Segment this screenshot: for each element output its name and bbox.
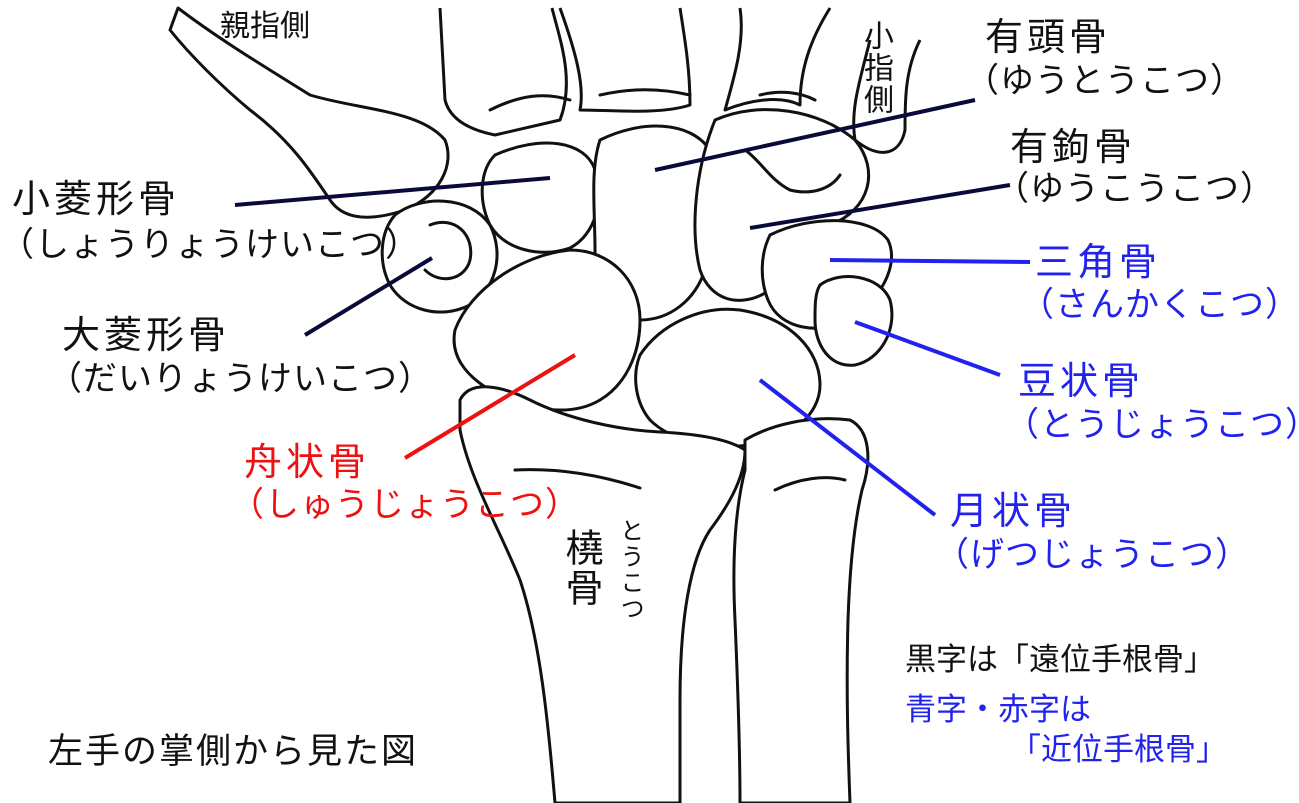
scaphoid-reading: （しゅうじょうこつ） [230,485,580,525]
radius-reading: とうこつ [616,518,644,622]
legend-proximal-note-2: 「近位手根骨」 [1010,732,1227,768]
third-metacarpal [558,7,692,113]
metacarpal-seam-2 [598,88,692,97]
trapezium-inner [423,221,473,281]
pisiform-name: 豆状骨 [1018,359,1145,403]
scaphoid-name: 舟状骨 [244,440,371,484]
radius-bone [458,385,747,803]
leader-hamate [749,183,1011,230]
second-metacarpal [438,7,568,137]
lunate-reading: （げつじょうこつ） [935,535,1250,575]
radius-name: 橈骨 [559,528,603,608]
trapezoid-bone [480,141,601,254]
hamate-reading: （ゆうこうこつ） [995,169,1275,209]
pinky-side-label: 小指側 [858,20,893,116]
leader-capitate [654,98,976,172]
capitate-name: 有頭骨 [985,15,1112,59]
leader-triquetrum [829,258,1031,264]
trapezoid-reading: （しょうりょうけいこつ） [0,225,420,265]
lunate-bone [634,307,822,448]
radius-seam [513,468,642,490]
hamate-name: 有鉤骨 [1010,125,1137,169]
leader-trapezoid [234,176,551,207]
metacarpal-seam-3 [758,90,817,102]
ulna-seam [773,476,847,492]
trapezium-name: 大菱形骨 [62,313,231,357]
leader-trapezium [303,256,434,337]
capitate-reading: （ゆうとうこつ） [965,61,1245,101]
capitate-bone [592,124,720,322]
pisiform-reading: （とうじょうこつ） [1005,405,1299,445]
leader-pisiform [854,320,1001,377]
triquetrum-name: 三角骨 [1035,240,1162,284]
thumb-side-label: 親指側 [220,9,310,44]
hamate-hook [743,148,842,194]
triquetrum-reading: （さんかくこつ） [1020,285,1299,325]
ulna-bone [732,417,870,803]
legend-distal-note: 黒字は「遠位手根骨」 [905,642,1215,678]
leader-scaphoid [403,353,577,460]
figure-caption: 左手の掌側から見た図 [48,732,419,772]
pisiform-bone [813,275,894,367]
fourth-metacarpal [723,7,832,112]
metacarpal-seam-1 [488,94,572,112]
leader-lunate [758,378,937,517]
lunate-name: 月状骨 [950,489,1077,533]
trapezoid-name: 小菱形骨 [12,177,181,221]
legend-proximal-note-1: 青字・赤字は [905,692,1091,728]
trapezium-reading: （だいりょうけいこつ） [48,359,433,399]
